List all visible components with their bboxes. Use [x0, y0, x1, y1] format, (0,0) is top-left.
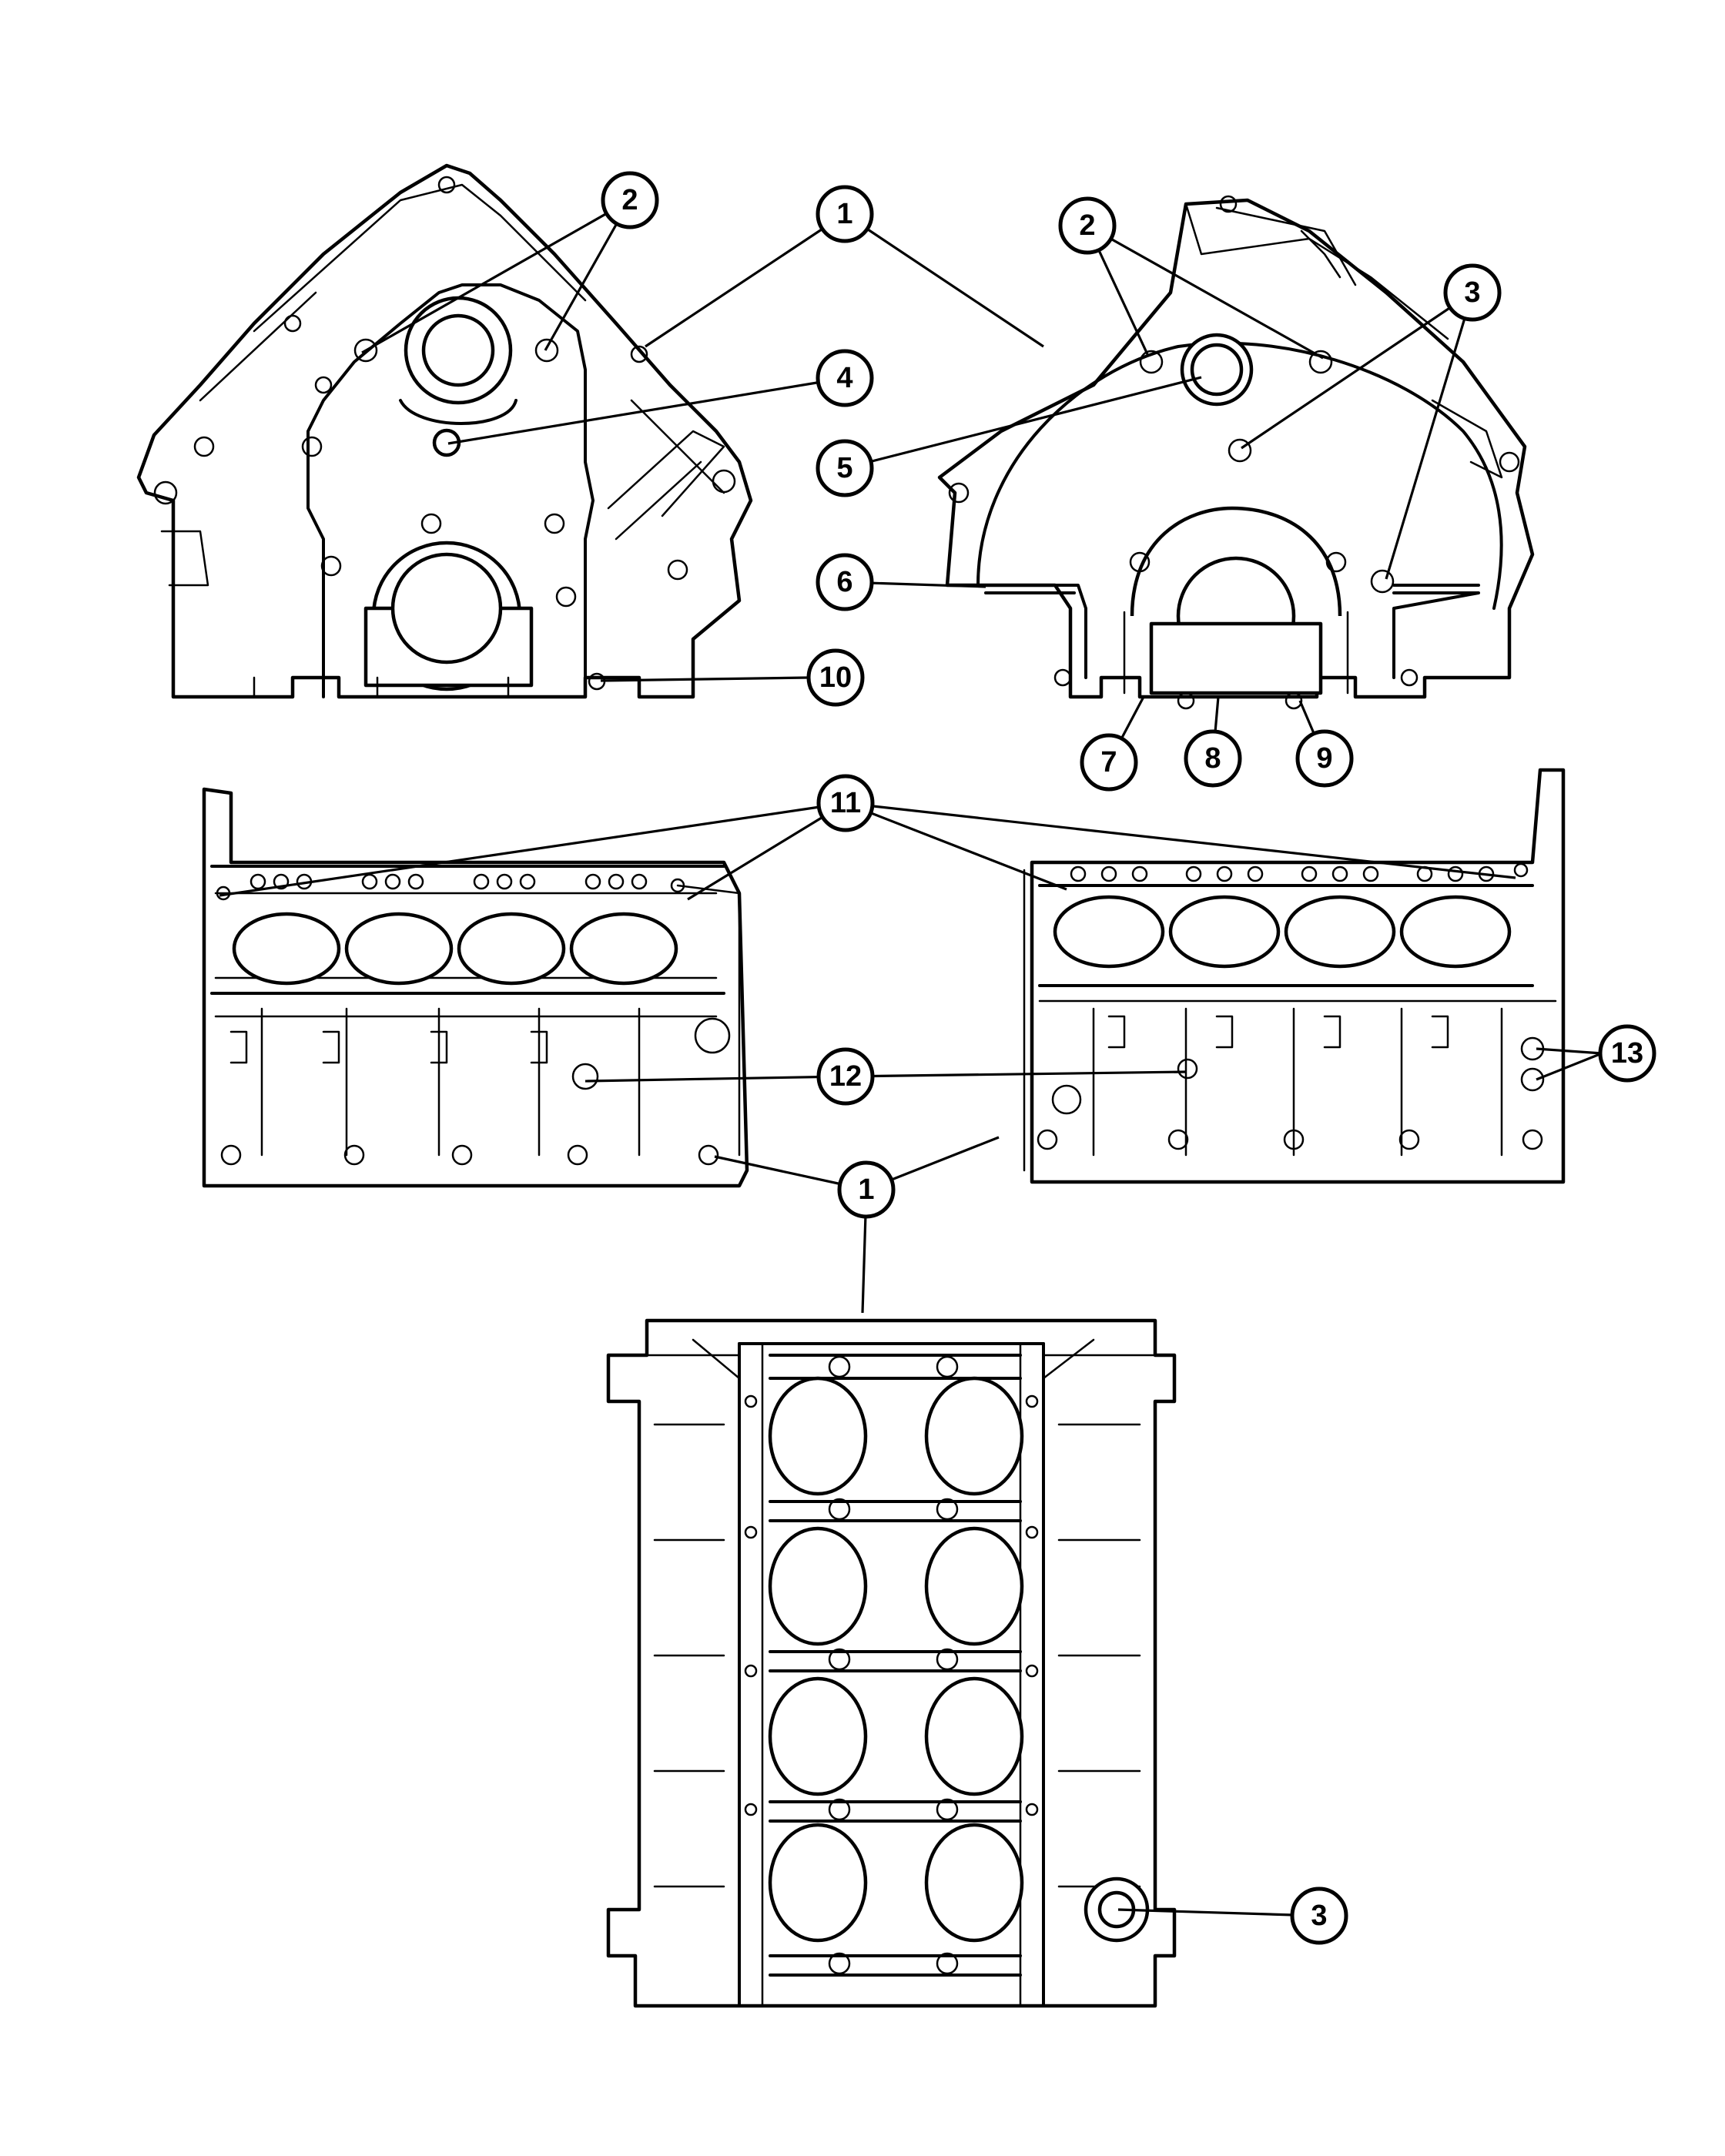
right-cylinder-bores	[1053, 895, 1512, 969]
callout-1-top: 1	[816, 185, 874, 243]
callout-9: 9	[1295, 729, 1354, 788]
svg-text:1: 1	[858, 1173, 874, 1206]
svg-text:4: 4	[836, 362, 852, 394]
pan-rail-bolts	[744, 1394, 1039, 1816]
svg-text:5: 5	[836, 452, 852, 484]
svg-text:2: 2	[621, 184, 638, 216]
svg-text:3: 3	[1311, 1900, 1327, 1932]
svg-text:8: 8	[1204, 742, 1221, 775]
bottom-cylinder-bores	[768, 1376, 1024, 1943]
main-bearing-caps	[769, 1354, 1022, 1977]
callout-6: 6	[816, 553, 874, 611]
right-side-engine-block	[1023, 768, 1566, 1184]
svg-text:11: 11	[830, 787, 861, 819]
callout-1-middle: 1	[837, 1160, 896, 1219]
svg-text:3: 3	[1464, 276, 1480, 309]
callout-8: 8	[1184, 729, 1242, 788]
callout-4: 4	[816, 349, 874, 407]
svg-text:12: 12	[829, 1060, 862, 1093]
callout-11: 11	[816, 774, 875, 832]
left-cylinder-bores	[232, 912, 678, 986]
callout-13: 13	[1598, 1024, 1656, 1083]
callout-3-bottom: 3	[1290, 1886, 1348, 1945]
callout-2-left: 2	[601, 171, 659, 229]
callout-3-top: 3	[1443, 263, 1502, 322]
front-bolts	[153, 176, 736, 691]
svg-text:6: 6	[836, 566, 852, 598]
callout-5: 5	[816, 439, 874, 497]
main-cap-bolts	[828, 1355, 959, 1975]
right-head-bolts	[1070, 862, 1529, 882]
svg-text:9: 9	[1316, 742, 1332, 775]
svg-text:2: 2	[1079, 209, 1095, 242]
front-view-engine-block	[136, 163, 753, 699]
rear-bolts	[948, 195, 1520, 710]
callout-7: 7	[1080, 733, 1138, 792]
svg-text:7: 7	[1100, 746, 1117, 778]
callout-12: 12	[816, 1047, 875, 1106]
right-lower-bolts	[1037, 1129, 1543, 1150]
svg-text:10: 10	[819, 661, 852, 694]
left-lower-bolts	[220, 1144, 719, 1166]
left-side-engine-block	[202, 787, 749, 1188]
leader-lines	[219, 199, 1603, 1917]
svg-text:1: 1	[836, 198, 852, 230]
svg-text:13: 13	[1611, 1037, 1643, 1070]
callout-2-right: 2	[1058, 196, 1117, 255]
bottom-view-engine-block	[606, 1318, 1177, 2008]
rear-view-engine-block	[937, 195, 1535, 710]
callout-10: 10	[806, 648, 865, 707]
